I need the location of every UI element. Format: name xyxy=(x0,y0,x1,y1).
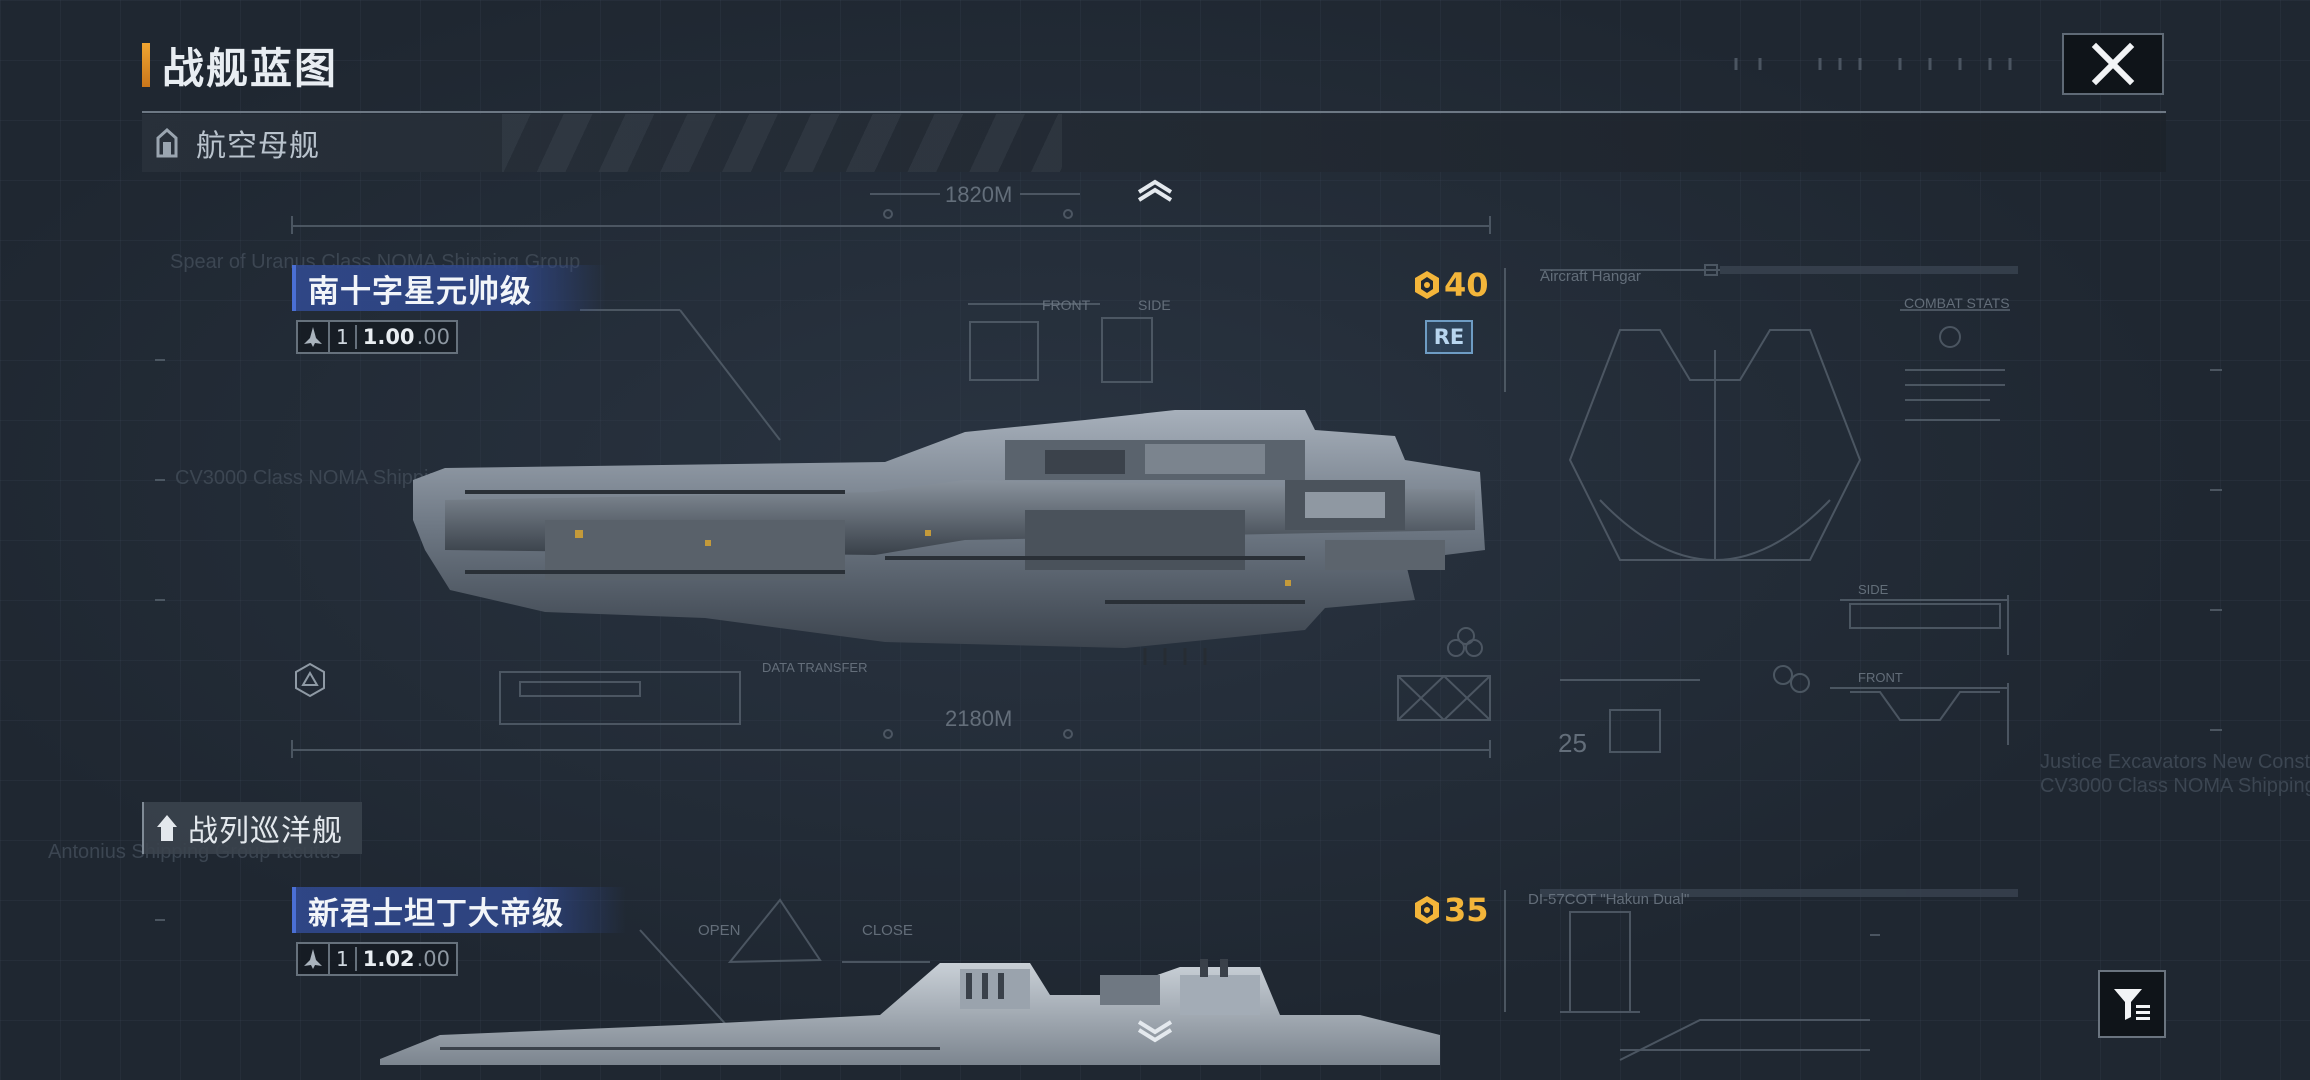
ratio-decimal: .00 xyxy=(416,325,450,349)
hexagon-nav-icon[interactable] xyxy=(292,662,328,698)
cost-value-2: 35 xyxy=(1444,891,1489,929)
battlecruiser-ship-image[interactable] xyxy=(380,955,1440,1065)
ratio-index: 1 xyxy=(330,325,357,349)
filter-icon xyxy=(2114,989,2150,1020)
cost-coin-icon xyxy=(1415,271,1439,299)
title-accent xyxy=(142,43,150,87)
close-icon xyxy=(2091,42,2135,86)
ship-name-2: 新君士坦丁大帝级 xyxy=(308,895,564,932)
ratio-value-2: 1.02 xyxy=(362,947,415,971)
ratio-decimal-2: .00 xyxy=(416,947,450,971)
ship-ratio: 1 1.00 .00 xyxy=(296,320,458,354)
ship-ratio-2: 1 1.02 .00 xyxy=(296,942,458,976)
filter-button[interactable] xyxy=(2098,970,2166,1038)
title-bar: 战舰蓝图 xyxy=(142,40,338,93)
category-tag-label: 战列巡洋舰 xyxy=(188,814,343,849)
ship-name-box-2[interactable]: 新君士坦丁大帝级 xyxy=(292,887,626,933)
ratio-value: 1.00 xyxy=(362,325,415,349)
page-title: 战舰蓝图 xyxy=(162,43,339,93)
chevron-down-icon[interactable] xyxy=(1135,1018,1175,1044)
carrier-ship-image[interactable] xyxy=(405,380,1485,680)
category-bar-carrier[interactable]: 航空母舰 xyxy=(142,114,2166,172)
ship-cost-2: 35 xyxy=(1412,891,1489,929)
ratio-index-2: 1 xyxy=(330,947,357,971)
rarity-badge: RE xyxy=(1425,320,1473,354)
category-tag-battlecruiser[interactable]: 战列巡洋舰 xyxy=(142,802,362,854)
fighter-icon xyxy=(298,322,330,352)
carrier-category-icon xyxy=(156,128,178,158)
ship-cost: 40 xyxy=(1412,266,1489,304)
close-button[interactable] xyxy=(2062,33,2164,95)
category-label: 航空母舰 xyxy=(196,129,320,164)
cruiser-category-icon xyxy=(157,815,177,841)
ship-name-box[interactable]: 南十字星元帅级 xyxy=(292,265,606,311)
category-stripes xyxy=(502,114,1062,172)
chevron-up-icon[interactable] xyxy=(1135,178,1175,204)
header-divider xyxy=(142,111,2166,113)
cost-coin-icon xyxy=(1415,896,1439,924)
ship-name: 南十字星元帅级 xyxy=(308,273,532,310)
fighter-icon xyxy=(298,944,330,974)
cost-value: 40 xyxy=(1444,266,1489,304)
